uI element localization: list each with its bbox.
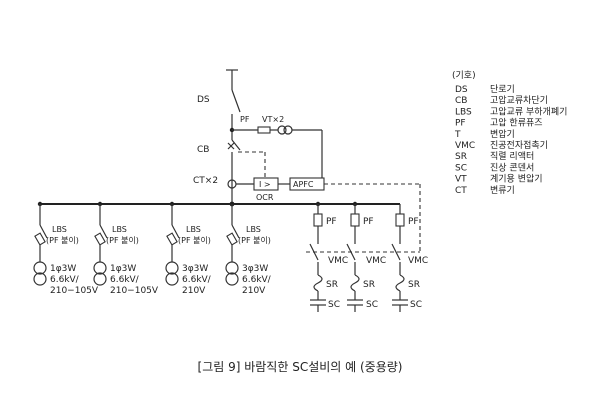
legend-code: DS (455, 85, 468, 95)
legend: (기호) DS 단로기 CB 고압교류차단기 LBS 고압교류 부하개폐기 PF 고압 한류퓨… (452, 70, 567, 196)
feeder-3-phase: 3φ3W (182, 264, 208, 274)
sc-branch-1-pf: PF (326, 217, 337, 227)
feeder-1-kv: 6.6kV/ (50, 275, 80, 285)
feeder-3-lbs: LBS (186, 225, 201, 234)
feeder-4-lbs: LBS (246, 225, 261, 234)
feeder-1-pf: (PF 붙이) (46, 235, 79, 245)
ct2-label: CT×2 (193, 176, 218, 186)
feeder-4-phase: 3φ3W (242, 264, 268, 274)
legend-desc: 고압교류차단기 (490, 94, 548, 106)
ds-label: DS (197, 95, 210, 105)
vt-branch (232, 125, 323, 178)
legend-desc: 고압 한류퓨즈 (490, 117, 543, 129)
legend-code: SR (455, 152, 467, 162)
legend-code: VMC (455, 141, 475, 151)
feeder-4-kv: 6.6kV/ (242, 275, 272, 285)
sc-branch-2-sc: SC (366, 300, 378, 310)
legend-code: SC (455, 163, 467, 173)
sc-branch-1 (309, 201, 326, 312)
legend-code: CB (455, 96, 467, 106)
legend-title: (기호) (452, 70, 476, 81)
sc-branch-1-vmc: VMC (328, 256, 348, 266)
legend-code: LBS (455, 107, 472, 117)
feeder-2 (93, 201, 108, 286)
ocr-label: OCR (256, 193, 274, 202)
feeder-3 (165, 201, 180, 286)
sc-branch-1-sr: SR (326, 280, 338, 290)
legend-code: VT (455, 175, 467, 185)
vt2-label: VT×2 (262, 115, 284, 124)
vt-symbol-2 (283, 125, 293, 135)
cb-label: CB (197, 145, 209, 155)
apfc-label: APFC (293, 180, 314, 189)
legend-desc: 진상 콘덴서 (490, 162, 534, 173)
incoming-line (226, 69, 241, 204)
feeder-3-pf: (PF 붙이) (178, 235, 211, 245)
legend-desc: 단로기 (490, 84, 515, 95)
sc-branch-2-pf: PF (363, 217, 374, 227)
feeder-2-kv: 6.6kV/ (110, 275, 140, 285)
sc-branch-3 (391, 204, 408, 312)
sc-branch-3-sr: SR (408, 280, 420, 290)
feeder-4-lv: 210V (242, 286, 266, 296)
feeder-2-pf: (PF 붙이) (106, 235, 139, 245)
feeder-1-lv: 210−105V (50, 286, 99, 296)
feeder-4 (225, 204, 240, 286)
legend-desc: 계기용 변압기 (490, 173, 543, 185)
pf-top-fuse (257, 126, 271, 134)
figure-caption: [그림 9] 바람직한 SC설비의 예 (중용량) (197, 360, 403, 374)
feeder-1-phase: 1φ3W (50, 264, 76, 274)
legend-desc: 진공전자접촉기 (490, 139, 548, 151)
sc-branch-3-sc: SC (410, 300, 422, 310)
feeder-3-lv: 210V (182, 286, 206, 296)
legend-desc: 고압교류 부하개폐기 (490, 105, 567, 117)
relay-label: I > (259, 180, 271, 189)
legend-code: CT (455, 186, 467, 196)
cb-blade (231, 139, 241, 151)
feeder-4-pf: (PF 붙이) (238, 235, 271, 245)
sc-branch-2-sr: SR (363, 280, 375, 290)
sc-branch-3-pf: PF (408, 217, 419, 227)
sc-branch-2 (346, 201, 363, 312)
feeder-2-lv: 210−105V (110, 286, 159, 296)
sc-branch-3-vmc: VMC (408, 256, 428, 266)
sc-branch-1-sc: SC (328, 300, 340, 310)
legend-desc: 변압기 (490, 128, 515, 140)
legend-code: PF (455, 119, 466, 129)
vt-symbol-1 (277, 125, 287, 135)
feeder-2-phase: 1φ3W (110, 264, 136, 274)
pf-top-label: PF (240, 115, 250, 124)
legend-code: T (454, 130, 461, 140)
legend-desc: 변류기 (490, 185, 515, 196)
feeder-1 (33, 201, 48, 286)
legend-desc: 직렬 리액터 (490, 150, 534, 162)
feeder-3-kv: 6.6kV/ (182, 275, 212, 285)
ds-blade (231, 89, 241, 113)
sc-branch-2-vmc: VMC (366, 256, 386, 266)
feeder-1-lbs: LBS (52, 225, 67, 234)
feeder-2-lbs: LBS (112, 225, 127, 234)
